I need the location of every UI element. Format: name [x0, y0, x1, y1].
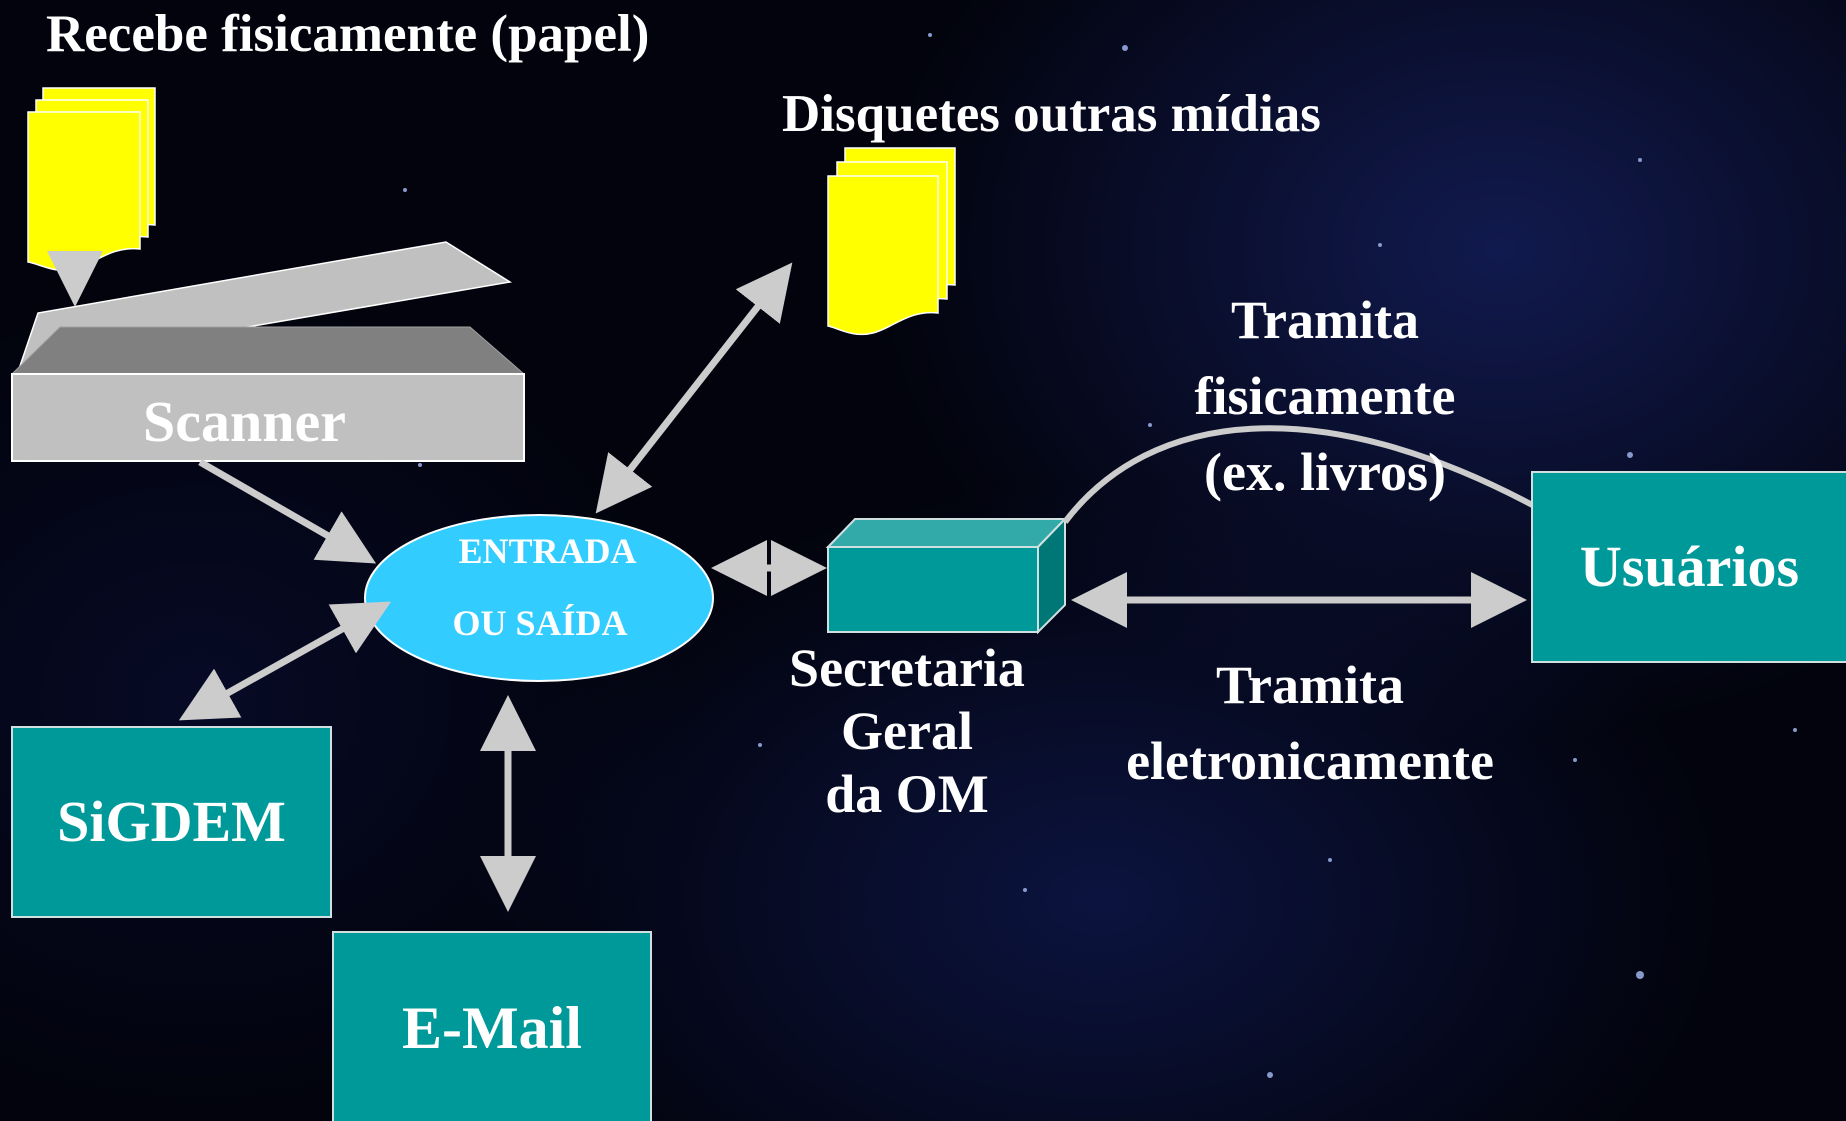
media-stack-icon [827, 147, 956, 336]
email-box[interactable]: E-Mail [332, 931, 652, 1121]
hub-label-line2: OU SAÍDA [452, 603, 628, 643]
electronic-transit-line2: eletronicamente [1126, 731, 1494, 791]
physical-transit-line2: fisicamente [1194, 366, 1456, 426]
secretaria-label: Secretaria Geral da OM [757, 637, 1057, 826]
hub-label: ENTRADA OU SAÍDA [420, 533, 660, 641]
secretaria-label-line1: Secretaria [789, 638, 1025, 698]
sigdem-box[interactable]: SiGDEM [11, 726, 332, 918]
users-box[interactable]: Usuários [1531, 471, 1846, 663]
paper-stack-icon [27, 87, 156, 272]
physical-transit-line3: (ex. livros) [1204, 442, 1446, 502]
hub-media-arrow [595, 262, 793, 514]
scanner-label: Scanner [143, 389, 346, 454]
stars [403, 33, 1797, 1078]
electronic-transit-line1: Tramita [1216, 655, 1404, 715]
secretaria-label-line3: da OM [825, 764, 989, 824]
paper-in-label: Recebe fisicamente (papel) [46, 5, 650, 63]
hub-sigdem-arrow [178, 601, 392, 721]
scanner-icon [10, 241, 526, 462]
secretaria-users-physical-curve [1062, 425, 1540, 524]
electronic-transit-label: Tramita eletronicamente [1080, 647, 1540, 799]
media-label: Disquetes outras mídias [782, 85, 1321, 143]
sigdem-label: SiGDEM [57, 789, 286, 854]
secretaria-box-icon [825, 516, 1068, 635]
entrada-saida-ellipse [364, 514, 714, 682]
secretaria-label-line2: Geral [841, 701, 973, 761]
physical-transit-label: Tramita fisicamente (ex. livros) [1150, 282, 1500, 510]
physical-transit-line1: Tramita [1231, 290, 1419, 350]
scanner-to-hub-arrow [198, 458, 377, 564]
email-label: E-Mail [402, 995, 582, 1061]
scanner-top [10, 326, 526, 375]
hub-label-line1: ENTRADA [458, 531, 637, 571]
arrows [47, 251, 1540, 912]
users-label: Usuários [1579, 534, 1800, 599]
scanner-body [11, 373, 525, 462]
